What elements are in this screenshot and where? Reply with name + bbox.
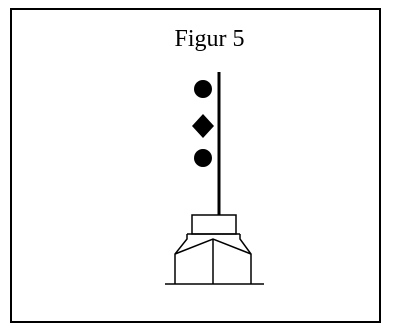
vessel-icon bbox=[165, 214, 264, 285]
ball-shape-icon bbox=[194, 149, 212, 167]
ball-shape-icon bbox=[194, 80, 212, 98]
diamond-shape-icon bbox=[192, 114, 214, 138]
figure-frame: Figur 5 bbox=[10, 8, 381, 323]
figure-title: Figur 5 bbox=[174, 26, 245, 52]
